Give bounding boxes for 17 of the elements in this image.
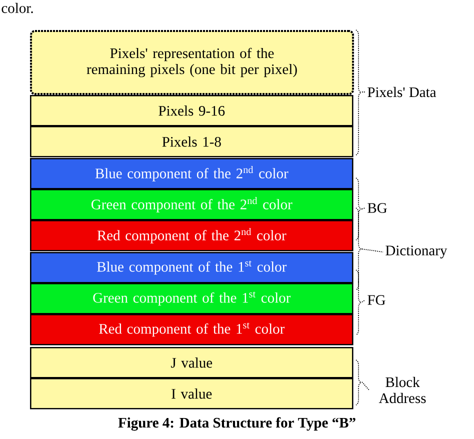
data-field-box: Pixels 9-16 bbox=[30, 95, 354, 126]
data-field-box: Red component of the 2$^{nd}$ color bbox=[30, 220, 354, 252]
bracket-label: color. bbox=[2, 2, 33, 14]
bracket-label: FG bbox=[368, 295, 386, 305]
bracket-label: Pixels' Data bbox=[368, 86, 436, 98]
data-field-box: Blue component of the 1$^{st}$ color bbox=[30, 252, 354, 284]
data-field-box: Pixels 1-8 bbox=[30, 126, 354, 158]
bracket-label: Dictionary bbox=[386, 246, 448, 258]
data-field-box: Blue component of the 2$^{nd}$ color bbox=[30, 158, 354, 190]
data-field-box: I value bbox=[30, 378, 354, 410]
bracket-label: Block Address bbox=[378, 376, 426, 404]
bracket-label: BG bbox=[368, 203, 387, 213]
figure-caption: Figure 4: Data Structure for Type “B” bbox=[118, 417, 356, 431]
data-field-box: J value bbox=[30, 347, 354, 378]
data-field-box: Red component of the 1$^{st}$ color bbox=[30, 314, 354, 346]
data-field-box: Green component of the 2$^{nd}$ color bbox=[30, 189, 354, 220]
data-field-box: Green component of the 1$^{st}$ color bbox=[30, 283, 354, 314]
